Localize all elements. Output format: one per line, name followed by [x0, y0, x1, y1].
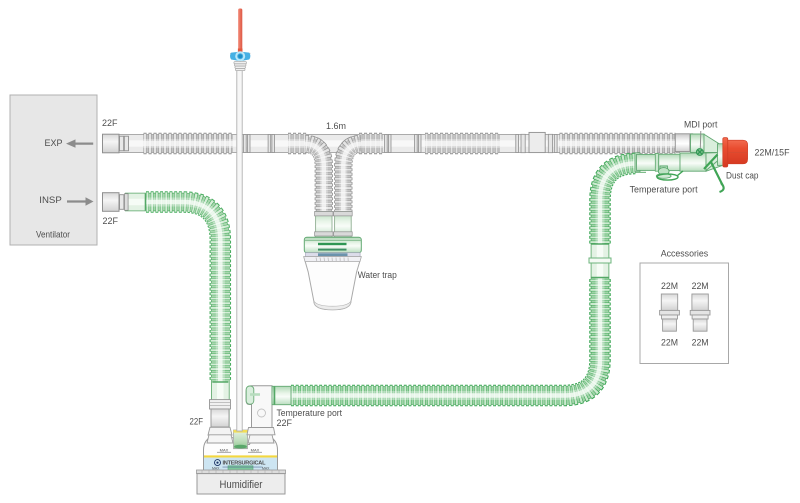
- svg-text:MAX: MAX: [220, 447, 229, 452]
- svg-text:22M: 22M: [661, 281, 678, 292]
- svg-text:22M: 22M: [661, 337, 678, 348]
- svg-text:22M/15F: 22M/15F: [755, 148, 790, 159]
- svg-text:Humidifier: Humidifier: [220, 479, 263, 491]
- svg-text:Water trap: Water trap: [358, 270, 397, 281]
- svg-text:Ventilator: Ventilator: [36, 229, 71, 240]
- svg-text:Dust cap: Dust cap: [726, 171, 759, 182]
- svg-text:22F: 22F: [102, 118, 118, 129]
- svg-text:INSP: INSP: [39, 195, 62, 206]
- svg-text:MAX: MAX: [262, 467, 270, 471]
- svg-text:22F: 22F: [277, 418, 293, 429]
- svg-text:INTERSURGICAL: INTERSURGICAL: [223, 461, 267, 467]
- svg-text:22F: 22F: [190, 417, 204, 428]
- svg-text:Temperature port: Temperature port: [277, 408, 343, 419]
- svg-text:1.6m: 1.6m: [326, 121, 346, 132]
- svg-text:22M: 22M: [692, 281, 709, 292]
- svg-text:EXP: EXP: [45, 138, 63, 149]
- svg-text:MDI port: MDI port: [684, 120, 718, 131]
- svg-text:Accessories: Accessories: [661, 249, 709, 260]
- svg-text:22M: 22M: [692, 337, 709, 348]
- svg-text:Temperature port: Temperature port: [630, 184, 698, 195]
- svg-text:MAX: MAX: [212, 467, 220, 471]
- svg-text:MAX: MAX: [251, 447, 260, 452]
- svg-text:22F: 22F: [103, 216, 119, 227]
